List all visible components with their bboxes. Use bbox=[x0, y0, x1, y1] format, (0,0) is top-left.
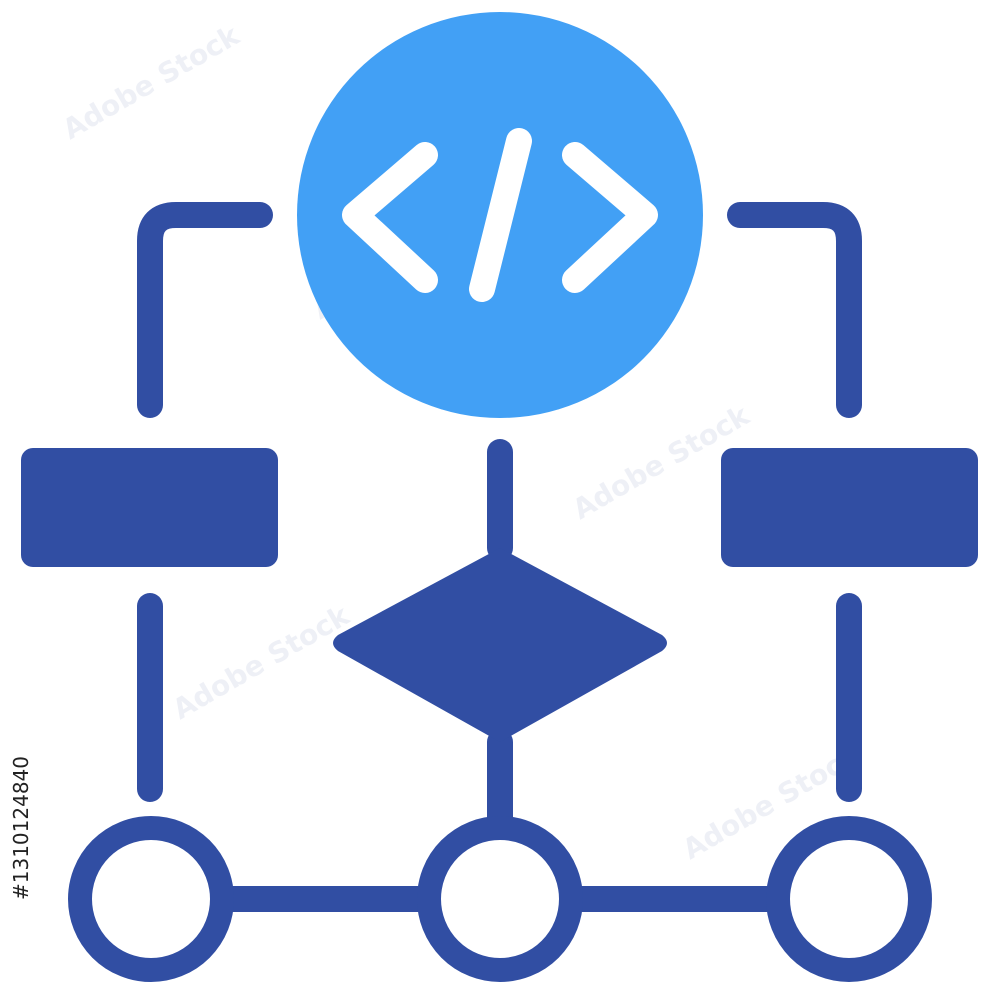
connector-lines bbox=[137, 202, 862, 912]
left-process-box bbox=[21, 448, 278, 567]
top-left-bracket bbox=[137, 202, 273, 418]
terminal-nodes bbox=[68, 816, 932, 982]
right-terminal-node bbox=[766, 816, 932, 982]
chevron-left-icon bbox=[342, 142, 438, 293]
process-blocks bbox=[21, 448, 978, 742]
code-tag-icon bbox=[342, 128, 658, 302]
code-circle bbox=[297, 12, 703, 418]
top-right-bracket bbox=[727, 202, 862, 418]
code-slash-icon bbox=[469, 128, 532, 302]
stock-id-label: #1310124840 bbox=[9, 756, 33, 900]
left-terminal-node bbox=[68, 816, 234, 982]
right-process-box bbox=[721, 448, 978, 567]
watermark-text-4: Adobe Stock bbox=[167, 598, 356, 726]
chevron-right-icon bbox=[562, 142, 658, 293]
decision-diamond bbox=[333, 548, 667, 742]
watermark-text: Adobe Stock bbox=[57, 18, 246, 146]
center-terminal-node bbox=[417, 816, 583, 982]
